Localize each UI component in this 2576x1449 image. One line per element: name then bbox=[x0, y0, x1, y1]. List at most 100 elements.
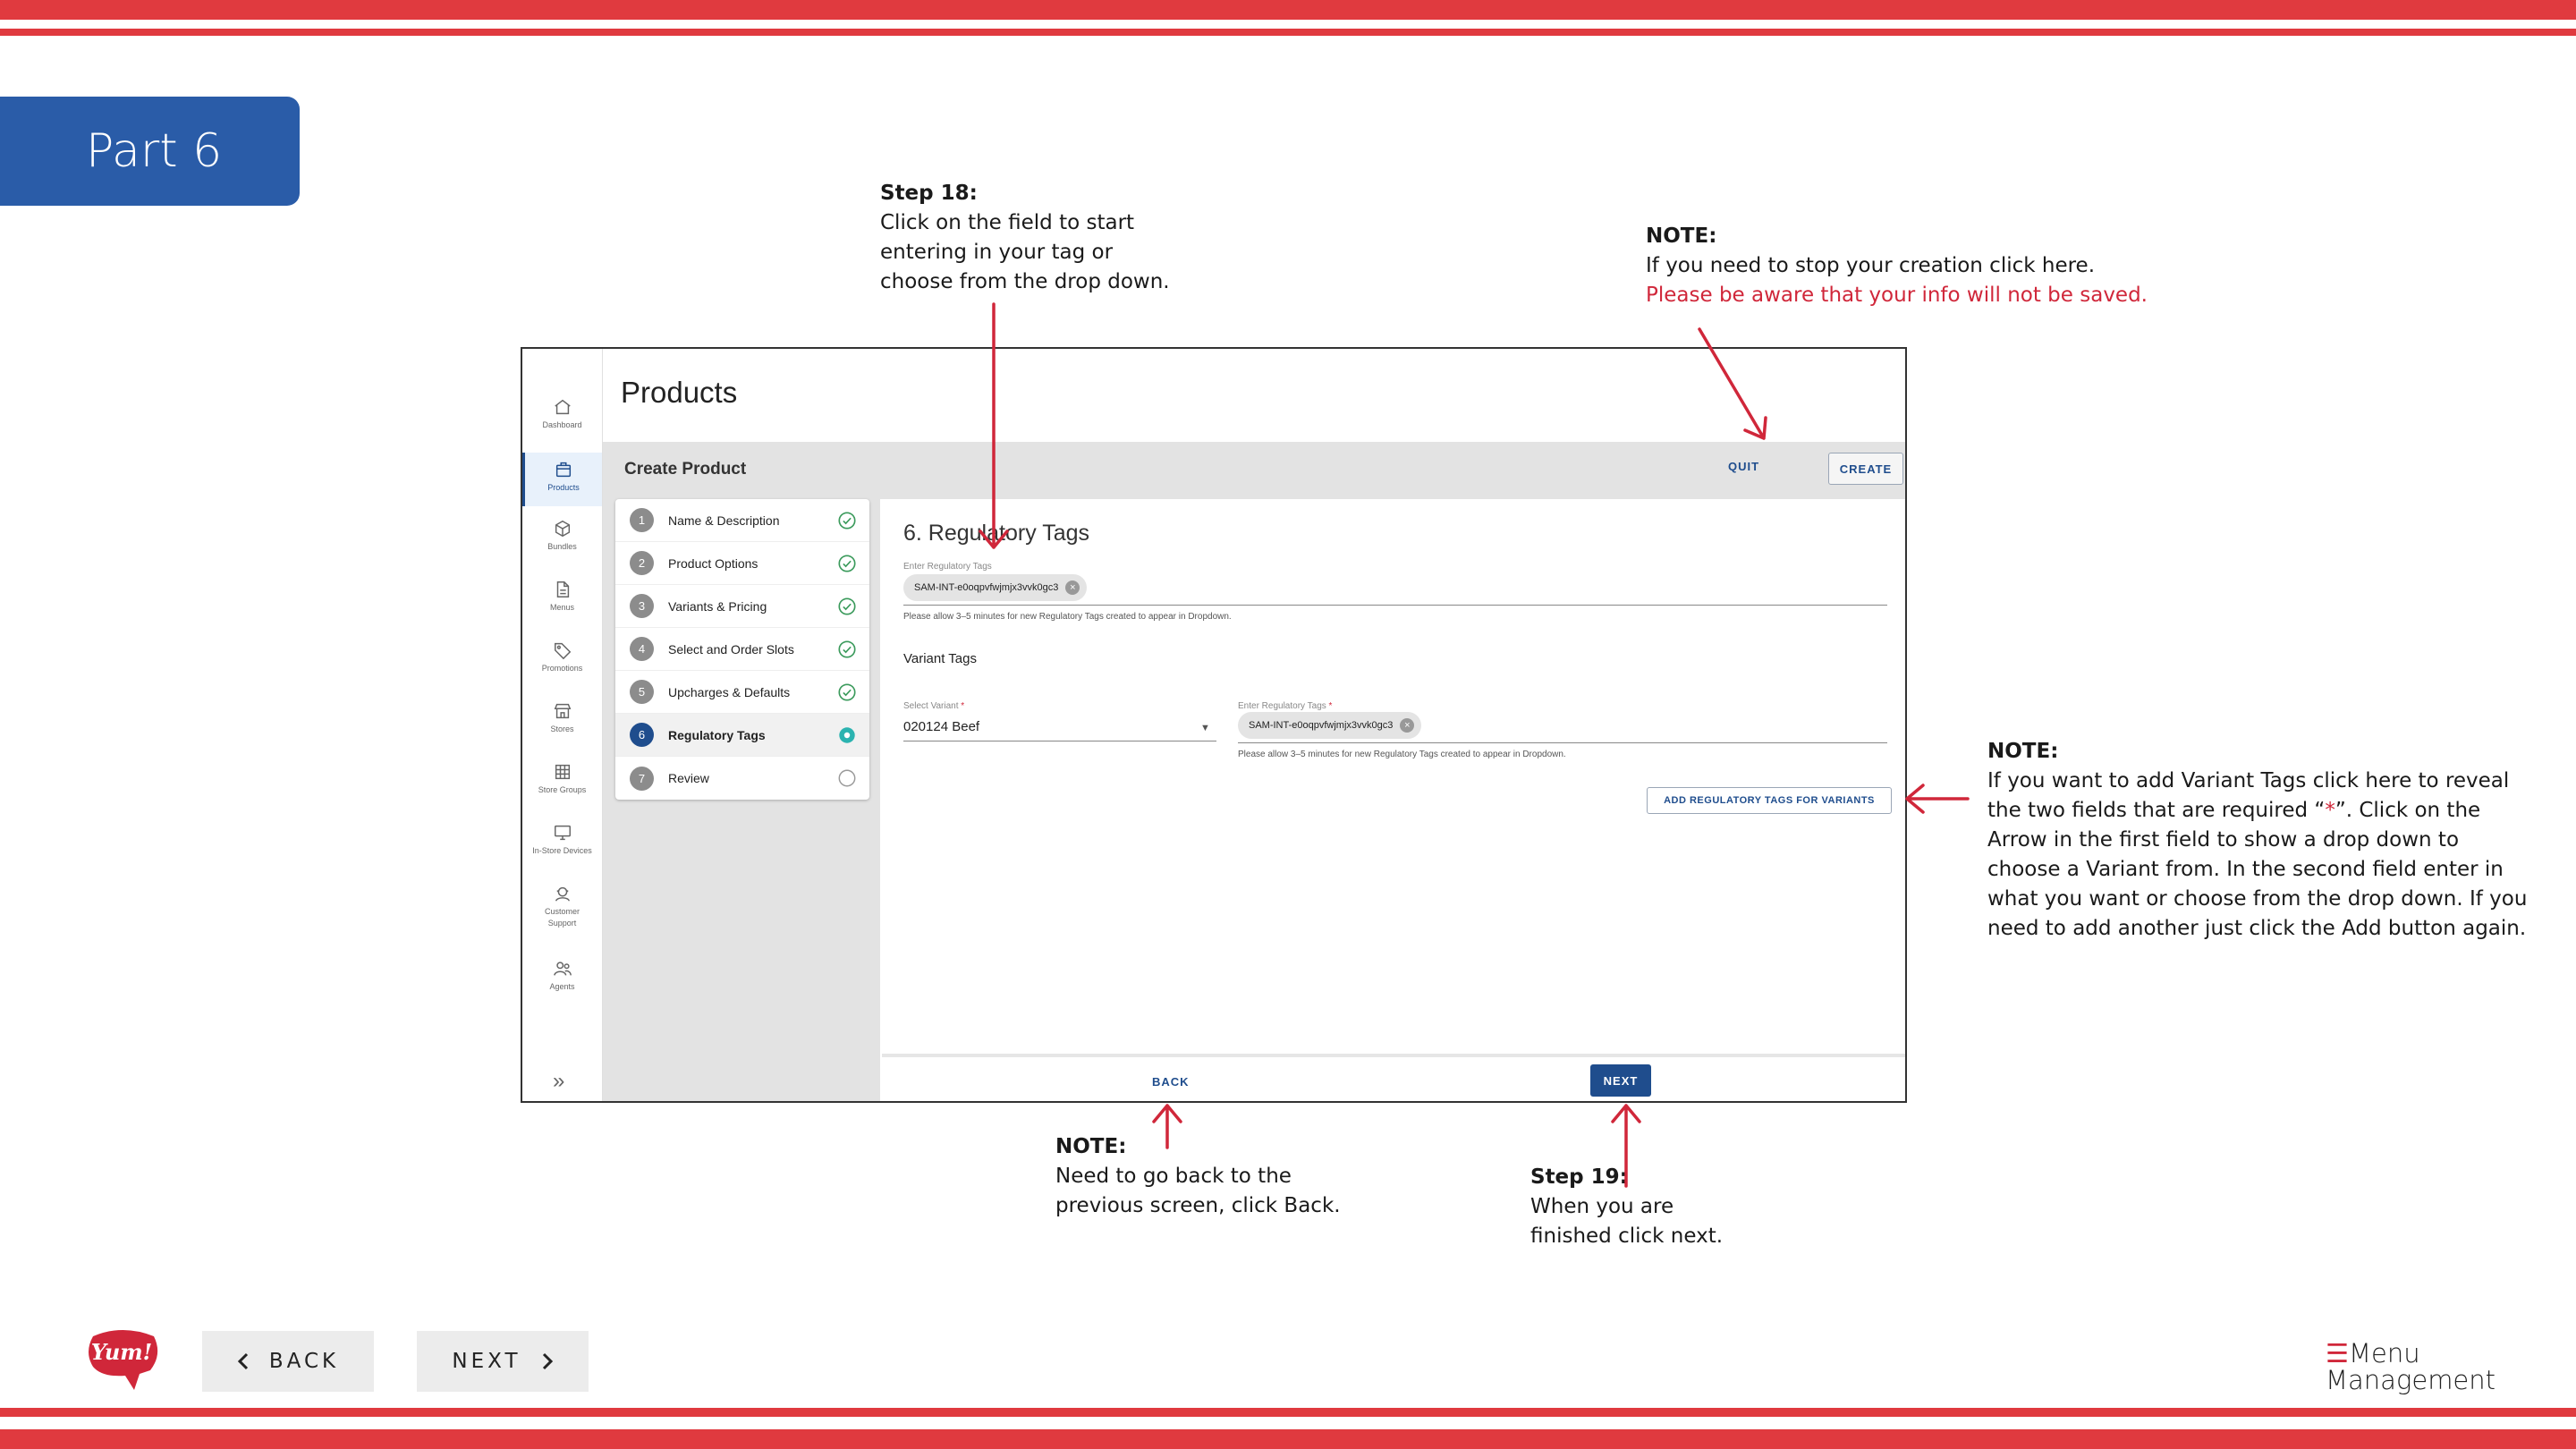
back-note-line: Need to go back to the bbox=[1055, 1165, 1292, 1188]
step-number: 7 bbox=[630, 766, 654, 791]
yum-logo-mark: Yum! bbox=[89, 1330, 158, 1390]
step19-line: finished click next. bbox=[1530, 1224, 1724, 1248]
menu-management-logo: ☰Menu Management bbox=[2326, 1340, 2496, 1394]
bottom-stripe-thick bbox=[0, 1429, 2576, 1449]
sidebar-item-bundles[interactable]: Bundles bbox=[522, 519, 602, 565]
app-screenshot: Dashboard Products Bundles Menus Promoti… bbox=[521, 347, 1907, 1103]
regulatory-tags-form: 6. Regulatory Tags Enter Regulatory Tags… bbox=[882, 499, 1905, 1101]
step-number: 5 bbox=[630, 680, 654, 704]
add-regulatory-tags-for-variants-button[interactable]: ADD REGULATORY TAGS FOR VARIANTS bbox=[1647, 787, 1892, 814]
chevron-left-icon bbox=[237, 1352, 248, 1370]
back-note-title: NOTE: bbox=[1055, 1135, 1127, 1158]
sidebar-item-promotions[interactable]: Promotions bbox=[522, 640, 602, 687]
check-circle-icon bbox=[838, 512, 856, 530]
slide-back-button[interactable]: BACK bbox=[202, 1331, 374, 1392]
step-label: Product Options bbox=[668, 555, 758, 571]
step-label: Review bbox=[668, 771, 709, 785]
sidebar-item-stores[interactable]: Stores bbox=[522, 701, 602, 748]
headset-icon bbox=[555, 886, 570, 902]
reg-tag-chip-label: SAM-INT-e0oqpvfwjmjx3vvk0gc3 bbox=[914, 582, 1059, 593]
top-stripe-thick bbox=[0, 0, 2576, 20]
people-icon bbox=[553, 962, 572, 976]
cube-icon bbox=[555, 520, 570, 538]
required-asterisk: * bbox=[961, 701, 965, 711]
sidebar-item-label: Promotions bbox=[541, 664, 583, 673]
sidebar: Dashboard Products Bundles Menus Promoti… bbox=[522, 349, 603, 1101]
sidebar-item-dashboard[interactable]: Dashboard bbox=[522, 397, 602, 444]
brand-text: Menu bbox=[2349, 1338, 2420, 1368]
step-item-name-description[interactable]: 1 Name & Description bbox=[615, 499, 869, 542]
sidebar-item-label: Customer bbox=[544, 907, 580, 916]
chevron-right-icon bbox=[542, 1352, 553, 1370]
current-step-icon bbox=[839, 727, 855, 743]
check-circle-icon bbox=[838, 597, 856, 615]
variant-reg-tags-label: Enter Regulatory Tags * bbox=[1238, 701, 1332, 711]
step-label: Upcharges & Defaults bbox=[668, 684, 791, 699]
select-variant-dropdown[interactable]: 020124 Beef bbox=[903, 719, 980, 734]
remove-chip-icon[interactable]: × bbox=[1400, 718, 1415, 733]
steps-panel: 1 Name & Description 2 Product Options 3… bbox=[603, 499, 880, 1101]
step-item-review[interactable]: 7 Review bbox=[615, 757, 869, 800]
step18-line: choose from the drop down. bbox=[880, 270, 1170, 293]
step18-line: entering in your tag or bbox=[880, 241, 1114, 264]
step-item-select-order-slots[interactable]: 4 Select and Order Slots bbox=[615, 628, 869, 671]
sidebar-item-in-store-devices[interactable]: In-Store Devices bbox=[522, 823, 602, 869]
step-label: Name & Description bbox=[668, 513, 780, 528]
variant-note-line: what you want or choose from the drop do… bbox=[1987, 887, 2528, 911]
step19-annotation: Step 19: When you are finished click nex… bbox=[1530, 1163, 1723, 1251]
sidebar-item-menus[interactable]: Menus bbox=[522, 580, 602, 626]
sidebar-item-agents[interactable]: Agents bbox=[522, 959, 602, 1005]
home-icon bbox=[554, 399, 571, 415]
empty-circle-icon bbox=[838, 769, 856, 787]
quit-note-line: If you need to stop your creation click … bbox=[1646, 254, 2096, 277]
sidebar-item-products[interactable]: Products bbox=[522, 453, 602, 506]
back-note-annotation: NOTE: Need to go back to the previous sc… bbox=[1055, 1132, 1341, 1221]
variant-note-text: ”. Click on the bbox=[2334, 799, 2481, 822]
sidebar-item-customer-support[interactable]: Customer Support bbox=[522, 884, 602, 939]
quit-note-annotation: NOTE: If you need to stop your creation … bbox=[1646, 222, 2148, 310]
step-item-product-options[interactable]: 2 Product Options bbox=[615, 542, 869, 585]
step18-annotation: Step 18: Click on the field to start ent… bbox=[880, 179, 1170, 297]
step-item-upcharges-defaults[interactable]: 5 Upcharges & Defaults bbox=[615, 671, 869, 714]
sidebar-item-label: Menus bbox=[549, 603, 574, 612]
sidebar-item-store-groups[interactable]: Store Groups bbox=[522, 762, 602, 809]
collapse-sidebar-icon[interactable]: » bbox=[553, 1069, 565, 1093]
form-back-button[interactable]: BACK bbox=[1152, 1075, 1190, 1089]
sidebar-item-label: In-Store Devices bbox=[532, 846, 592, 855]
variant-note-line: Arrow in the first field to show a drop … bbox=[1987, 828, 2460, 852]
step19-title: Step 19: bbox=[1530, 1165, 1628, 1189]
variant-note-line: If you want to add Variant Tags click he… bbox=[1987, 769, 2510, 792]
variant-reg-tags-label-text: Enter Regulatory Tags bbox=[1238, 701, 1326, 711]
variant-note-line: choose a Variant from. In the second fie… bbox=[1987, 858, 2504, 881]
yum-logo: Yum! bbox=[84, 1327, 161, 1396]
step-label: Variants & Pricing bbox=[668, 598, 767, 614]
variant-regulatory-tags-input[interactable]: SAM-INT-e0oqpvfwjmjx3vvk0gc3 × bbox=[1238, 710, 1887, 742]
quit-button[interactable]: QUIT bbox=[1728, 460, 1760, 473]
step-number: 4 bbox=[630, 637, 654, 661]
check-circle-icon bbox=[838, 683, 856, 701]
step-label: Select and Order Slots bbox=[668, 641, 794, 657]
sidebar-item-label: Bundles bbox=[547, 542, 577, 551]
slide-next-button[interactable]: NEXT bbox=[417, 1331, 589, 1392]
remove-chip-icon[interactable]: × bbox=[1065, 580, 1080, 595]
slide-next-label: NEXT bbox=[452, 1350, 521, 1373]
step-item-regulatory-tags[interactable]: 6 Regulatory Tags bbox=[615, 714, 869, 757]
step18-line: Click on the field to start bbox=[880, 211, 1135, 234]
slide-back-label: BACK bbox=[268, 1350, 340, 1373]
check-circle-icon bbox=[838, 555, 856, 572]
dropdown-arrow-icon[interactable]: ▼ bbox=[1200, 723, 1210, 733]
form-next-button[interactable]: NEXT bbox=[1590, 1064, 1651, 1097]
regulatory-tags-input[interactable]: SAM-INT-e0oqpvfwjmjx3vvk0gc3 × bbox=[903, 572, 1887, 605]
box-icon bbox=[555, 462, 572, 478]
sidebar-item-label: Dashboard bbox=[542, 420, 582, 429]
step-item-variants-pricing[interactable]: 3 Variants & Pricing bbox=[615, 585, 869, 628]
step-number: 3 bbox=[630, 594, 654, 618]
sidebar-item-label: Agents bbox=[549, 982, 575, 991]
required-asterisk: * bbox=[2325, 799, 2335, 822]
step18-title: Step 18: bbox=[880, 182, 978, 205]
variant-note-annotation: NOTE: If you want to add Variant Tags cl… bbox=[1987, 737, 2527, 944]
step-number: 2 bbox=[630, 551, 654, 575]
menu-bars-icon: ☰ bbox=[2326, 1338, 2349, 1368]
create-button[interactable]: CREATE bbox=[1828, 453, 1903, 485]
reg-tag-chip: SAM-INT-e0oqpvfwjmjx3vvk0gc3 × bbox=[903, 574, 1088, 601]
